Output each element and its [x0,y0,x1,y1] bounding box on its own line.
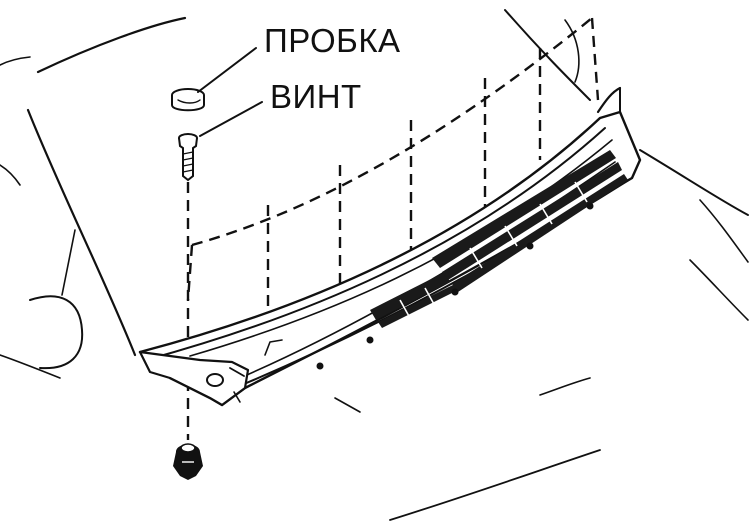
install-position-phantom-outline [186,17,600,301]
screw-icon [178,133,198,182]
cowl-cover-panel [138,86,642,407]
vehicle-body-outline [0,9,749,521]
fastener-guide-lines [186,48,542,440]
plug-label: ПРОБКА [264,22,401,59]
push-clip-icon [173,443,203,480]
label-leader-lines [197,47,263,137]
screw-label: ВИНТ [270,78,362,115]
plug-cap-icon [171,88,205,112]
